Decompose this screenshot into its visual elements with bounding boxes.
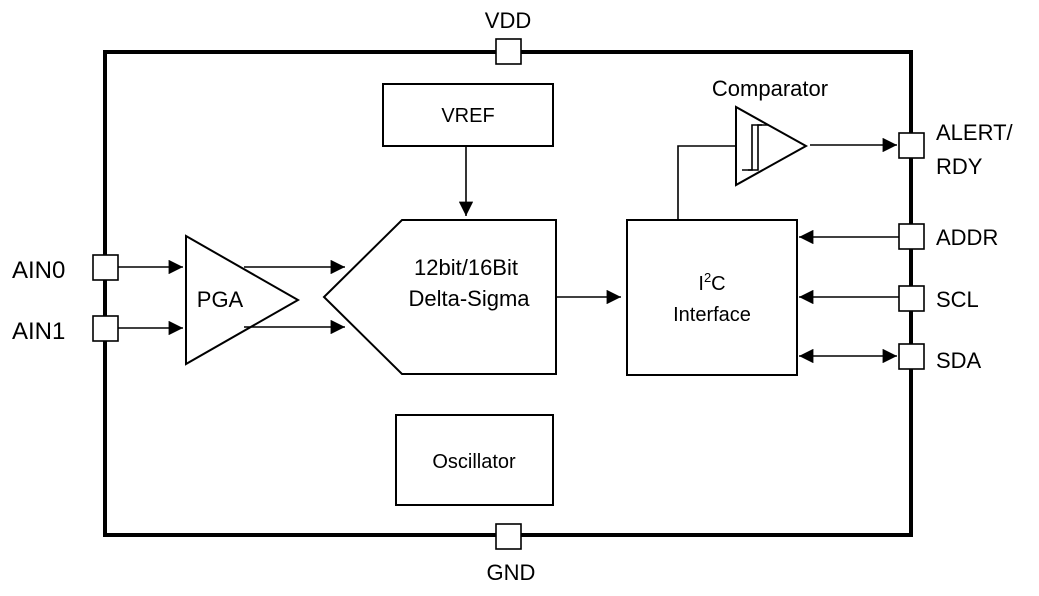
hysteresis-icon-left — [742, 124, 762, 171]
pin-vdd — [495, 38, 522, 65]
i2c-interface-block — [626, 219, 798, 376]
oscillator-label: Oscillator — [432, 451, 516, 473]
adc-block — [322, 219, 557, 375]
pin-ain0 — [92, 254, 119, 281]
i2c-label-line1: I2C — [698, 270, 725, 295]
pin-label-scl: SCL — [936, 287, 979, 312]
pin-label-ain1: AIN1 — [12, 318, 65, 345]
i2c-label-line2: Interface — [673, 304, 751, 326]
comparator-label: Comparator — [712, 76, 828, 101]
vref-block — [382, 83, 554, 147]
pin-label-alert: ALERT/ — [936, 120, 1014, 145]
pin-ain1 — [92, 315, 119, 342]
adc-label-line1: 12bit/16Bit — [414, 255, 518, 280]
pin-alert-rdy — [898, 132, 925, 159]
comparator-triangle — [735, 105, 809, 187]
wire-i2c-comparator — [677, 145, 736, 220]
pga-label: PGA — [197, 287, 244, 312]
vref-label: VREF — [441, 105, 494, 127]
adc-label-line2: Delta-Sigma — [408, 286, 530, 311]
pin-gnd — [495, 523, 522, 550]
pin-label-vdd: VDD — [485, 8, 531, 33]
pin-scl — [898, 285, 925, 312]
pin-label-gnd: GND — [487, 560, 536, 585]
hysteresis-icon-right — [748, 124, 768, 171]
pga-amplifier — [185, 234, 301, 366]
pin-sda — [898, 343, 925, 370]
pin-label-sda: SDA — [936, 348, 982, 373]
pin-addr — [898, 223, 925, 250]
pin-label-ain0: AIN0 — [12, 257, 65, 284]
pin-label-addr: ADDR — [936, 225, 998, 250]
oscillator-block — [395, 414, 554, 506]
pin-label-rdy: RDY — [936, 154, 983, 179]
